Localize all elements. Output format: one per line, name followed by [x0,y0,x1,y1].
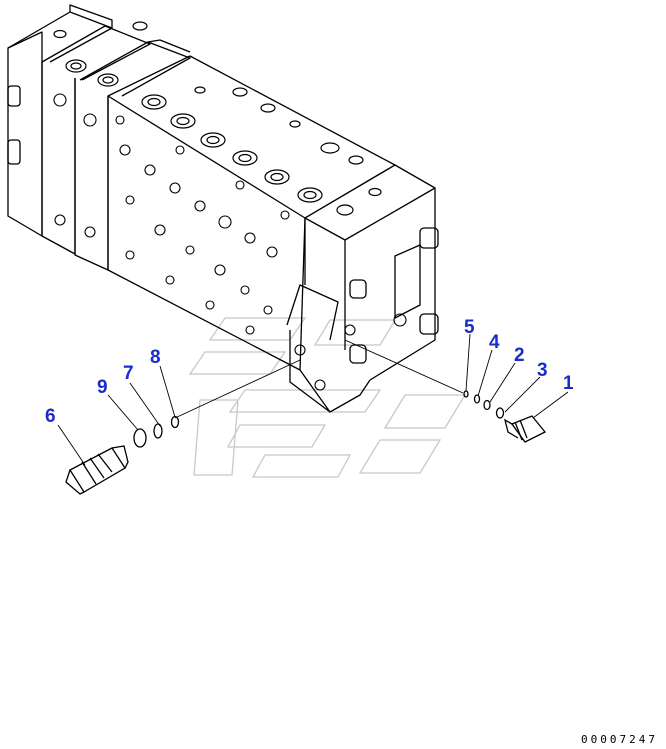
plugs [7,85,439,364]
part-3-ring [495,407,505,419]
callout-4[interactable]: 4 [489,332,500,353]
part-4-ring [473,394,481,404]
callout-5[interactable]: 5 [464,317,475,338]
callout-3[interactable]: 3 [537,360,548,381]
part-1-plug [503,415,547,443]
part-8-ring [170,415,180,429]
part-6-valve [65,445,129,495]
callout-8[interactable]: 8 [150,347,161,368]
part-2-ring [483,399,491,411]
control-valve-body [7,4,436,413]
drawing-number: 00007247 [581,733,658,746]
valve-ports [53,21,382,216]
watermark-logo [188,317,467,478]
callout-7[interactable]: 7 [123,363,134,384]
callout-1[interactable]: 1 [563,373,574,394]
callout-2[interactable]: 2 [514,345,525,366]
part-7-ring [153,423,163,439]
part-9-ring [133,428,147,448]
side-face-holes [53,93,407,391]
leader-lines [57,333,569,466]
callout-6[interactable]: 6 [45,406,56,427]
part-5-ring [463,390,469,398]
callout-9[interactable]: 9 [97,377,108,398]
exploded-parts [65,390,547,495]
